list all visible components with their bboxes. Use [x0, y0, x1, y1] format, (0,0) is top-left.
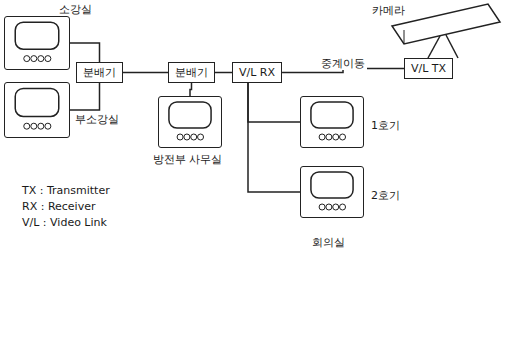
cable-line	[248, 83, 300, 192]
monitor: 소강실	[4, 16, 70, 70]
text-label: 회의실	[312, 236, 345, 249]
monitor-label: 방전부 사무실	[153, 153, 223, 166]
cable-line	[70, 83, 100, 110]
monitor-screen	[159, 97, 221, 147]
monitor: 방전부 사무실	[158, 96, 222, 148]
device-box: V/L RX	[232, 62, 282, 83]
monitor: 부소강실	[4, 82, 70, 138]
box-label: 분배기	[83, 66, 116, 79]
abbreviation-note: RX : Receiver	[22, 200, 95, 213]
cable-line	[215, 72, 232, 73]
cable-line	[248, 83, 300, 122]
edge-label: 중계이동	[319, 57, 367, 70]
monitor-label: 1호기	[371, 119, 400, 132]
text-label: 카메라	[372, 4, 405, 17]
cable-line	[70, 43, 100, 62]
monitor-screen	[301, 97, 363, 147]
device-box: V/L TX	[404, 58, 453, 79]
monitor-label: 소강실	[59, 3, 92, 16]
cable-line	[190, 83, 192, 96]
monitor-screen	[5, 83, 69, 137]
monitor-screen	[301, 167, 363, 217]
monitor: 2호기	[300, 166, 364, 218]
device-box: 분배기	[168, 62, 215, 83]
monitor-label: 2호기	[371, 189, 400, 202]
box-label: 분배기	[175, 66, 208, 79]
monitor-label: 부소강실	[75, 113, 119, 126]
monitor: 1호기	[300, 96, 364, 148]
monitor-screen	[5, 17, 69, 69]
cable-line	[123, 72, 168, 73]
abbreviation-note: TX : Transmitter	[22, 184, 110, 197]
abbreviation-note: V/L : Video Link	[22, 216, 107, 229]
box-label: V/L RX	[239, 66, 275, 79]
box-label: V/L TX	[411, 62, 446, 75]
device-box: 분배기	[76, 62, 123, 83]
